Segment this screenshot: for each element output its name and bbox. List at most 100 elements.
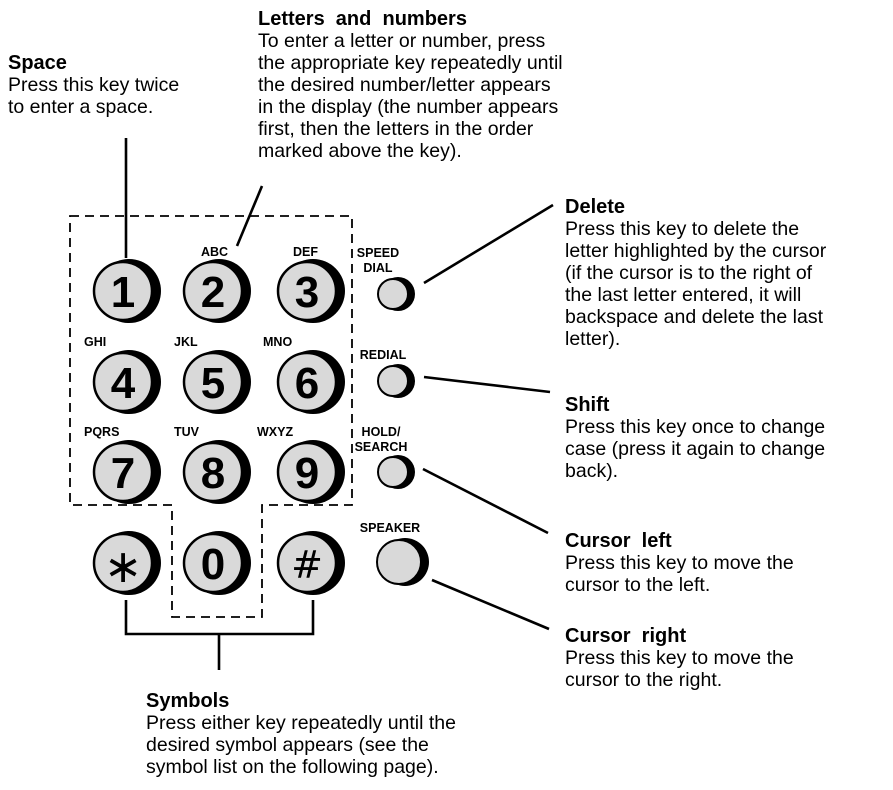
key-8-digit: 8 — [201, 449, 225, 498]
speaker-label: SPEAKER — [360, 521, 420, 535]
redial-button[interactable]: REDIAL — [360, 348, 415, 398]
key-8-letters: TUV — [174, 425, 200, 439]
key-2-face — [182, 260, 244, 322]
key-3-letters: DEF — [293, 245, 318, 259]
key-0-digit: 0 — [201, 540, 225, 589]
hold-search-face — [377, 456, 409, 488]
leader-cursor-left — [422, 467, 549, 535]
key-1-face — [92, 260, 154, 322]
key-5[interactable]: JKL 5 — [174, 335, 251, 414]
key-8-face — [182, 441, 244, 503]
key-8[interactable]: TUV 8 — [174, 425, 251, 504]
key-9-face — [276, 441, 338, 503]
key-7-letters: PQRS — [84, 425, 119, 439]
key-1[interactable]: 1 — [92, 259, 161, 323]
callout-letters-line: To enter a letter or number, press — [258, 30, 546, 52]
key-hash[interactable]: # — [276, 531, 345, 595]
callout-cursor-left-line: cursor to the left. — [565, 574, 711, 596]
callout-letters-line: marked above the key). — [258, 140, 462, 162]
speed-dial-label: DIAL — [363, 261, 393, 275]
callout-symbols-line: desired symbol appears (see the — [146, 734, 429, 756]
key-1-digit: 1 — [111, 268, 135, 317]
callout-symbols-title: Symbols — [146, 690, 230, 712]
callout-letters-title: Letters and numbers — [258, 8, 467, 30]
key-star[interactable]: ∗ — [92, 531, 161, 595]
callout-space-line: to enter a space. — [8, 96, 154, 118]
callout-shift-line: case (press it again to change — [565, 438, 826, 460]
callout-cursor-left-title: Cursor left — [565, 530, 672, 552]
callout-delete-line: letter). — [565, 328, 621, 350]
key-3-digit: 3 — [295, 268, 319, 317]
key-star-digit: ∗ — [104, 539, 143, 593]
callout-letters-line: in the display (the number appears — [258, 96, 559, 118]
callout-delete-line: the last letter entered, it will — [565, 284, 802, 306]
leader-symbols — [124, 600, 315, 670]
callout-delete: Delete Press this key to delete the lett… — [565, 196, 826, 350]
key-7-face — [92, 441, 154, 503]
key-7[interactable]: PQRS 7 — [84, 425, 161, 504]
key-hash-face — [276, 532, 338, 594]
dashed-outline — [69, 215, 353, 618]
key-0-face — [182, 532, 244, 594]
key-5-digit: 5 — [201, 359, 225, 408]
callout-cursor-right-line: cursor to the right. — [565, 669, 723, 691]
callout-letters-line: the appropriate key repeatedly until — [258, 52, 563, 74]
key-9[interactable]: WXYZ 9 — [257, 425, 345, 504]
key-4[interactable]: GHI 4 — [84, 335, 161, 414]
key-2[interactable]: ABC 2 — [182, 245, 251, 323]
leader-lines — [124, 138, 554, 670]
hold-search-label: SEARCH — [355, 440, 408, 454]
callout-shift-line: back). — [565, 460, 619, 482]
key-hash-digit: # — [291, 543, 323, 587]
speed-dial-button[interactable]: SPEED DIAL — [357, 246, 415, 311]
callout-letters-line: the desired number/letter appears — [258, 74, 551, 96]
speed-dial-label: SPEED — [357, 246, 399, 260]
callout-delete-title: Delete — [565, 196, 626, 218]
key-4-digit: 4 — [111, 359, 136, 408]
leader-shift — [423, 375, 551, 394]
callout-space: Space Press this key twice to enter a sp… — [8, 52, 179, 118]
hold-search-button[interactable]: HOLD/ SEARCH — [355, 425, 415, 489]
callout-delete-line: (if the cursor is to the right of — [565, 262, 813, 284]
key-5-letters: JKL — [174, 335, 198, 349]
callout-shift-line: Press this key once to change — [565, 416, 826, 438]
callout-space-line: Press this key twice — [8, 74, 180, 96]
key-6-face — [276, 351, 338, 413]
redial-face — [377, 365, 409, 397]
callout-shift-title: Shift — [565, 394, 610, 416]
leader-letters — [235, 185, 264, 247]
callout-letters-numbers: Letters and numbers To enter a letter or… — [258, 8, 563, 162]
key-7-digit: 7 — [111, 449, 135, 498]
speaker-face — [376, 539, 422, 585]
callout-cursor-left: Cursor left Press this key to move the c… — [565, 530, 794, 596]
leader-delete — [423, 203, 554, 285]
leader-cursor-right — [431, 578, 550, 631]
callout-symbols-line: symbol list on the following page). — [146, 756, 439, 778]
key-6-letters: MNO — [263, 335, 292, 349]
callout-symbols: Symbols Press either key repeatedly unti… — [146, 690, 456, 778]
speaker-button[interactable]: SPEAKER — [360, 521, 429, 586]
key-2-digit: 2 — [201, 268, 225, 317]
callout-cursor-left-line: Press this key to move the — [565, 552, 794, 574]
callout-cursor-right: Cursor right Press this key to move the … — [565, 625, 794, 691]
key-4-face — [92, 351, 154, 413]
callout-letters-line: first, then the letters in the order — [258, 118, 534, 140]
callout-cursor-right-title: Cursor right — [565, 625, 687, 647]
key-3[interactable]: DEF 3 — [276, 245, 345, 323]
callout-shift: Shift Press this key once to change case… — [565, 394, 825, 482]
callout-delete-line: Press this key to delete the — [565, 218, 800, 240]
redial-label: REDIAL — [360, 348, 407, 362]
key-0[interactable]: 0 — [182, 531, 251, 595]
key-5-face — [182, 351, 244, 413]
key-3-face — [276, 260, 338, 322]
callout-delete-line: letter highlighted by the cursor — [565, 240, 827, 262]
callout-space-title: Space — [8, 52, 67, 74]
callout-cursor-right-line: Press this key to move the — [565, 647, 794, 669]
key-9-digit: 9 — [295, 449, 319, 498]
speed-dial-face — [377, 278, 409, 310]
key-6[interactable]: MNO 6 — [263, 335, 345, 414]
key-4-letters: GHI — [84, 335, 106, 349]
callout-symbols-line: Press either key repeatedly until the — [146, 712, 457, 734]
key-6-digit: 6 — [295, 359, 319, 408]
